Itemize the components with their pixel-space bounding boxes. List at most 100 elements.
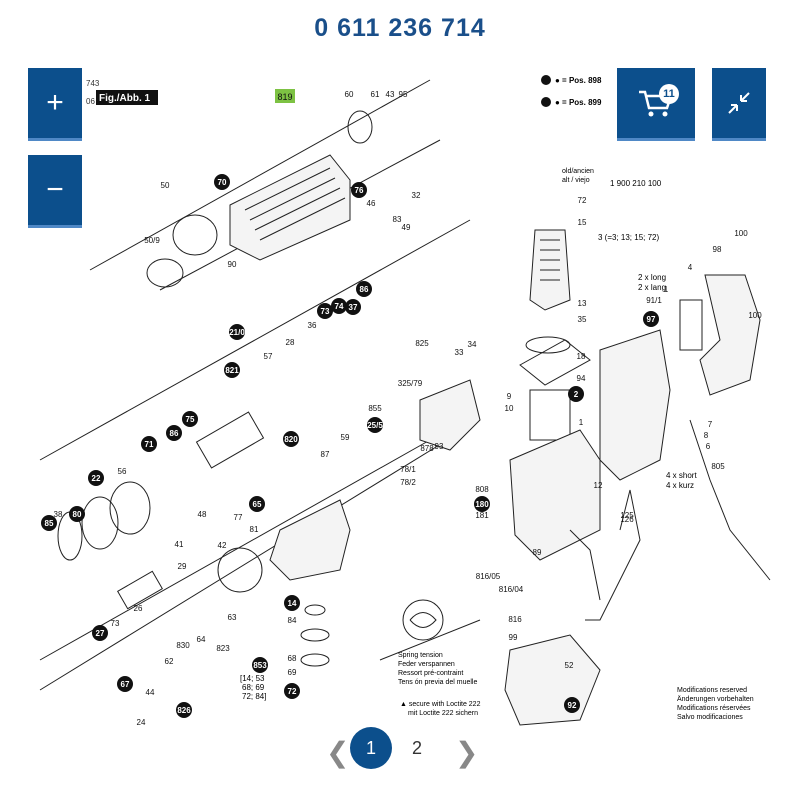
part-number: 2 <box>574 390 579 399</box>
loctite-note-1: ▲ secure with Loctite 222 <box>400 701 481 708</box>
cart-button[interactable]: 11 <box>617 68 695 141</box>
page-1-button[interactable]: 1 <box>350 727 392 769</box>
part-number: 99 <box>509 633 518 642</box>
page-2-button[interactable]: 2 <box>412 738 423 758</box>
part-number: 26 <box>134 604 143 613</box>
highlight-part-box <box>275 89 295 103</box>
part-number: 86 <box>170 429 179 438</box>
callout-marker <box>283 431 299 447</box>
part-number: 63 <box>228 613 237 622</box>
long-label-en: 2 x long <box>638 273 666 282</box>
part-number: 28 <box>286 338 295 347</box>
page-next-button[interactable]: ❯ <box>455 736 479 769</box>
part-number: 10 <box>505 404 514 413</box>
callout-marker <box>331 298 347 314</box>
part-number: 816 <box>508 615 522 624</box>
part-number: 1 <box>664 285 669 294</box>
part-number: 72 <box>578 196 587 205</box>
ref-743: 743 <box>86 79 100 88</box>
group-14-label-c: 72; 84] <box>242 692 266 701</box>
note-pos-899: ● = Pos. 899 <box>555 98 602 107</box>
collapse-button[interactable] <box>712 68 766 141</box>
callout-marker <box>141 436 157 452</box>
old-new-number: 1 900 210 100 <box>610 179 662 188</box>
part-number: 84 <box>288 616 297 625</box>
callout-marker <box>351 182 367 198</box>
part-number: 29 <box>178 562 187 571</box>
short-label-de: 4 x kurz <box>666 481 694 490</box>
minus-icon: − <box>46 173 64 206</box>
part-number: 37 <box>349 303 358 312</box>
part-number: 24 <box>137 718 146 727</box>
modifications-note-1: Modifications reserved <box>677 687 747 694</box>
part-number: 46 <box>367 199 376 208</box>
part-number: 826 <box>177 706 191 715</box>
zoom-in-button[interactable]: + <box>28 68 82 141</box>
part-number: 32 <box>412 191 421 200</box>
part-number: 61 <box>371 90 380 99</box>
callout-marker <box>176 702 192 718</box>
exploded-parts-diagram: 819 Fig./Abb. 1 743 06 ● = Pos. 898 ● = … <box>39 75 771 727</box>
zoom-out-button[interactable]: − <box>28 155 82 228</box>
part-number: 35 <box>578 315 587 324</box>
ref-06: 06 <box>86 97 95 106</box>
part-number: 49 <box>402 223 411 232</box>
part-number: 67 <box>121 680 130 689</box>
part-number: 57 <box>264 352 273 361</box>
part-number: 36 <box>308 321 317 330</box>
part-number: 7 <box>708 420 713 429</box>
old-new-label: old/ancien <box>562 168 594 175</box>
part-number: 38 <box>54 510 63 519</box>
part-number: 83 <box>393 215 402 224</box>
modifications-note-4: Salvo modificaciones <box>677 714 743 721</box>
part-number: 72 <box>288 687 297 696</box>
part-number: 80 <box>73 510 82 519</box>
part-number: 14 <box>288 599 297 608</box>
callout-marker <box>356 281 372 297</box>
callout-marker <box>284 683 300 699</box>
note-pos-898: ● = Pos. 898 <box>555 76 602 85</box>
part-number: 126 <box>620 515 634 524</box>
part-number: 60 <box>345 90 354 99</box>
part-number: 92 <box>568 701 577 710</box>
part-number: 34 <box>468 340 477 349</box>
part-number: 18 <box>577 352 586 361</box>
callout-marker <box>345 299 361 315</box>
part-number: 69 <box>288 668 297 677</box>
part-number: 816/05 <box>476 572 501 581</box>
cart-count-badge: 11 <box>659 84 679 104</box>
part-number: 93 <box>435 442 444 451</box>
part-number: 73 <box>111 619 120 628</box>
page-prev-button[interactable]: ❮ <box>326 736 350 769</box>
spring-note-3: Ressort pré-contraint <box>398 670 463 677</box>
callout-marker <box>229 324 245 340</box>
part-number: 1 <box>579 418 584 427</box>
part-number: 65 <box>253 500 262 509</box>
part-number: 816/04 <box>499 585 524 594</box>
part-number: 42 <box>218 541 227 550</box>
part-number: 853 <box>253 661 267 670</box>
part-number: 181 <box>475 511 489 520</box>
callout-marker <box>284 595 300 611</box>
part-number: 22 <box>92 474 101 483</box>
callout-marker <box>224 362 240 378</box>
callout-marker <box>92 625 108 641</box>
part-number: 100 <box>734 229 748 238</box>
part-number: 62 <box>165 657 174 666</box>
part-number: 73 <box>321 307 330 316</box>
part-number: 98 <box>713 245 722 254</box>
highlight-part-label: 819 <box>277 92 292 102</box>
part-number: 70 <box>218 178 227 187</box>
part-number: 85 <box>45 519 54 528</box>
part-number: 805 <box>711 462 725 471</box>
part-number: 95 <box>399 90 408 99</box>
callout-marker <box>69 506 85 522</box>
collapse-icon <box>728 92 750 114</box>
part-number: 50/9 <box>144 236 160 245</box>
part-number: 878 <box>420 444 434 453</box>
part-number: 74 <box>335 302 344 311</box>
part-number: 52 <box>565 661 574 670</box>
part-number: 821 <box>225 366 239 375</box>
part-number: 91/1 <box>646 296 662 305</box>
part-number: 86 <box>360 285 369 294</box>
